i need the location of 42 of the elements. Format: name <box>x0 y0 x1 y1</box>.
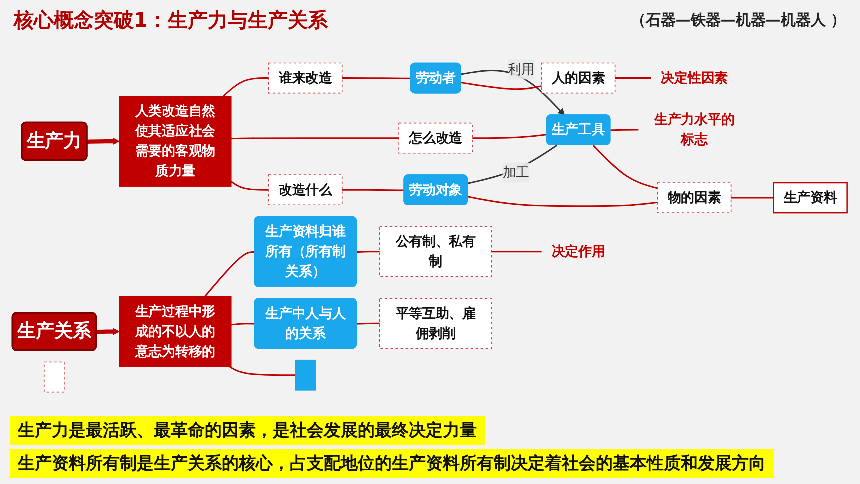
edge-label: 加工 <box>502 164 530 180</box>
node-box: 公有制、私有制 <box>380 226 492 278</box>
edge-label: 利用 <box>508 61 535 78</box>
node-box <box>295 360 316 391</box>
connector <box>731 197 774 199</box>
connector <box>610 129 639 132</box>
node-box: 改造什么 <box>268 174 343 206</box>
node-box: 生产过程中形成的不以人的意志为转移的 <box>119 296 232 368</box>
title: 核心概念突破1：生产力与生产关系 <box>14 6 328 34</box>
connector <box>615 78 652 79</box>
connector <box>223 78 269 97</box>
arrow <box>96 328 120 336</box>
node-box: 人的因素 <box>541 62 616 94</box>
connector <box>229 366 296 376</box>
connector <box>468 196 658 208</box>
node-box: 生产资料 <box>773 182 848 214</box>
node-box: 谁来改造 <box>268 62 343 94</box>
arrow <box>461 70 566 116</box>
node-box: 平等互助、雇佣剥削 <box>380 298 492 350</box>
connector <box>468 144 558 184</box>
annotation-text: （石器—铁器—机器—机器人 ） <box>630 10 846 30</box>
connector <box>342 78 412 80</box>
connector <box>231 138 400 140</box>
node-box <box>44 362 65 393</box>
node-text: 决定性因素 <box>661 70 728 86</box>
highlight-note: 生产力是最活跃、最革命的因素，是社会发展的最终决定力量 <box>10 416 485 445</box>
node-text: 生产力水平的标志 <box>654 112 735 148</box>
connector <box>461 82 542 90</box>
connector <box>342 189 405 192</box>
node-box: 物的因素 <box>657 182 732 214</box>
connector <box>592 144 658 190</box>
connector <box>356 251 380 254</box>
connector <box>204 251 256 298</box>
connector <box>356 322 380 325</box>
highlight-note: 生产资料所有制是生产关系的核心，占支配地位的生产资料所有制决定着社会的基本性质和发展方向 <box>10 449 774 478</box>
connector <box>472 134 548 140</box>
connector <box>231 323 256 326</box>
connector <box>230 181 269 191</box>
arrow <box>87 138 120 146</box>
node-box: 人类改造自然使其适应社会需要的客观物质力量 <box>119 96 232 187</box>
node-text: 决定作用 <box>552 244 606 260</box>
connector <box>492 251 542 253</box>
